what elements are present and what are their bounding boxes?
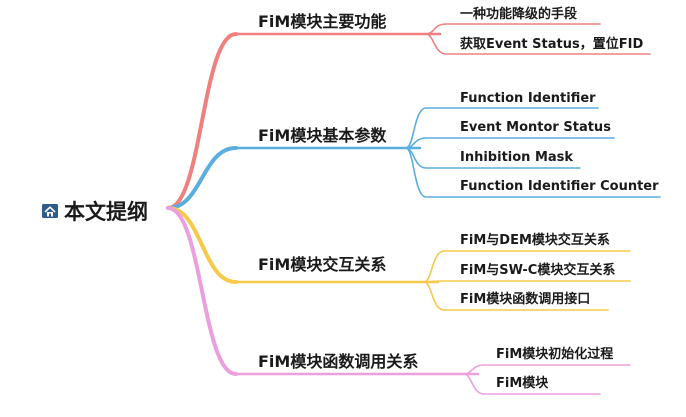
branch-node-interaction[interactable]: FiM模块交互关系 [258, 255, 386, 274]
leaf-connector [423, 250, 631, 283]
root-connector [166, 206, 238, 376]
home-icon [42, 204, 58, 218]
leaf-connector [463, 373, 601, 395]
leaf-connector [423, 280, 631, 283]
leaf-node[interactable]: 获取Event Status，置位FID [460, 36, 643, 52]
leaf-label: 一种功能降级的手段 [460, 6, 577, 22]
branch-connectors [166, 23, 661, 395]
branch-node-call-relations[interactable]: FiM模块函数调用关系 [258, 352, 418, 371]
leaf-connector [405, 137, 615, 149]
root-connector [166, 206, 238, 284]
leaf-label: 获取Event Status，置位FID [460, 36, 643, 52]
leaf-node[interactable]: FiM与DEM模块交互关系 [460, 232, 610, 248]
branch-node-main-functions[interactable]: FiM模块主要功能 [258, 12, 386, 31]
leaf-node[interactable]: Function Identifier Counter [460, 179, 659, 194]
branch-label: FiM模块主要功能 [258, 12, 386, 31]
leaf-label: Function Identifier [460, 91, 596, 106]
leaf-node[interactable]: FiM模块初始化过程 [496, 346, 613, 362]
leaf-node[interactable]: FiM模块函数调用接口 [460, 291, 590, 307]
leaf-connector [463, 364, 631, 375]
leaf-connector [425, 33, 651, 55]
leaf-connector [405, 147, 661, 198]
root-node[interactable]: 本文提纲 [42, 200, 148, 224]
branch-label: FiM模块交互关系 [258, 255, 386, 274]
leaf-label: Inhibition Mask [460, 150, 573, 165]
leaf-label: FiM与SW-C模块交互关系 [460, 262, 615, 278]
leaf-connector [423, 281, 609, 311]
leaf-node[interactable]: FiM与SW-C模块交互关系 [460, 262, 615, 278]
branch-label: FiM模块基本参数 [258, 126, 387, 145]
leaf-connector [425, 23, 601, 35]
root-connector [166, 146, 238, 210]
leaf-node[interactable]: Event Montor Status [460, 120, 611, 135]
leaf-node[interactable]: Inhibition Mask [460, 150, 573, 165]
leaf-label: Function Identifier Counter [460, 179, 659, 194]
branch-node-basic-parameters[interactable]: FiM模块基本参数 [258, 126, 387, 145]
branch-label: FiM模块函数调用关系 [258, 352, 418, 371]
leaf-node[interactable]: FiM模块 [496, 375, 549, 391]
leaf-label: FiM模块函数调用接口 [460, 291, 590, 307]
root-label: 本文提纲 [64, 200, 148, 224]
leaf-node[interactable]: 一种功能降级的手段 [460, 6, 577, 22]
leaf-connector [405, 107, 599, 149]
leaf-label: Event Montor Status [460, 120, 611, 135]
leaf-label: FiM模块初始化过程 [496, 346, 613, 362]
leaf-node[interactable]: Function Identifier [460, 91, 596, 106]
leaf-label: FiM模块 [496, 375, 549, 391]
leaf-label: FiM与DEM模块交互关系 [460, 232, 610, 248]
root-connector [166, 32, 238, 210]
